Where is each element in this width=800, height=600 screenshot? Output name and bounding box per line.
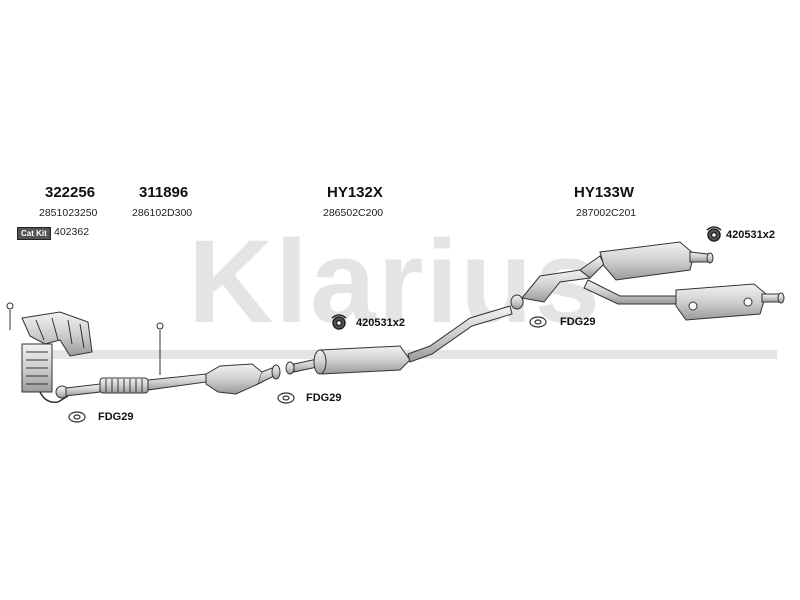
oem-code-catalyst: 2851023250 (39, 207, 98, 219)
part-code-front-pipe: 311896 (139, 184, 189, 201)
fitting-label-gasket-front: FDG29 (98, 411, 134, 423)
fitting-label-gasket-rear: FDG29 (560, 316, 596, 328)
cat-kit-code: 402362 (54, 226, 90, 238)
part-code-rear-silencer: HY133W (574, 184, 635, 201)
catalytic-converter (205, 363, 281, 395)
gasket-ring-icon (277, 392, 295, 404)
part-code-catalyst: 322256 (45, 184, 96, 201)
cat-kit-badge: Cat Kit (17, 227, 51, 240)
fitting-label-hanger-rear: 420531x2 (726, 229, 775, 241)
fitting-label-gasket-middle: FDG29 (306, 392, 342, 404)
fitting-label-hanger-middle: 420531x2 (356, 317, 405, 329)
rear-silencer-assembly (510, 241, 785, 321)
oem-code-rear-silencer: 287002C201 (576, 207, 637, 219)
oem-code-front-pipe: 286102D300 (132, 207, 193, 219)
part-code-middle-silencer: HY132X (327, 184, 383, 201)
exhaust-manifold (6, 302, 93, 404)
oem-code-middle-silencer: 286502C200 (323, 207, 384, 219)
rubber-hanger-icon (331, 314, 347, 330)
rubber-hanger-icon (706, 226, 722, 242)
gasket-ring-icon (529, 316, 547, 328)
gasket-ring-icon (68, 411, 86, 423)
middle-silencer (285, 305, 513, 375)
watermark-text: Klarius (188, 216, 602, 348)
